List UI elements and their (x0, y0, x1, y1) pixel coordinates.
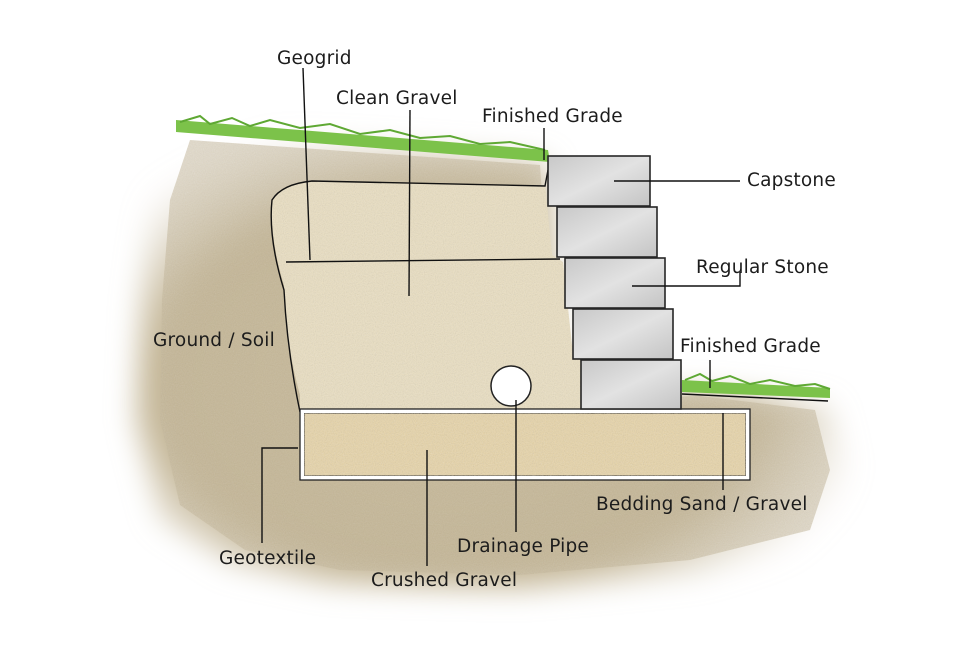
label-drainage-pipe: Drainage Pipe (457, 536, 589, 557)
label-finished-grade-bottom: Finished Grade (680, 336, 821, 357)
label-ground-soil: Ground / Soil (153, 330, 275, 351)
label-regular-stone: Regular Stone (696, 257, 829, 278)
label-crushed-gravel: Crushed Gravel (371, 570, 517, 591)
label-capstone: Capstone (747, 170, 836, 191)
grass-bottom (681, 372, 831, 402)
clean-gravel-area (271, 181, 582, 410)
geotextile-outline (270, 169, 549, 413)
stone-block-3 (572, 308, 674, 360)
label-bedding: Bedding Sand / Gravel (596, 494, 808, 515)
label-clean-gravel: Clean Gravel (336, 88, 458, 109)
leader-geogrid (302, 67, 311, 261)
drainage-pipe-shape (490, 365, 532, 407)
footing (299, 408, 751, 481)
stone-wall (547, 155, 682, 410)
labels: Geogrid Clean Gravel Finished Grade Caps… (153, 48, 836, 591)
label-geogrid: Geogrid (277, 48, 352, 69)
label-finished-grade-top: Finished Grade (482, 106, 623, 127)
leader-clean-gravel (408, 109, 411, 297)
geogrid-line (285, 258, 561, 263)
stone-block-2 (564, 257, 666, 309)
leader-lines (261, 67, 741, 566)
leader-geotextile (261, 447, 298, 543)
crushed-gravel-area (303, 412, 747, 477)
label-geotextile: Geotextile (219, 548, 316, 569)
stone-block-4 (580, 359, 682, 410)
stone-block-1 (556, 206, 658, 258)
leader-regular-stone (632, 272, 741, 287)
grass-top (176, 114, 550, 162)
